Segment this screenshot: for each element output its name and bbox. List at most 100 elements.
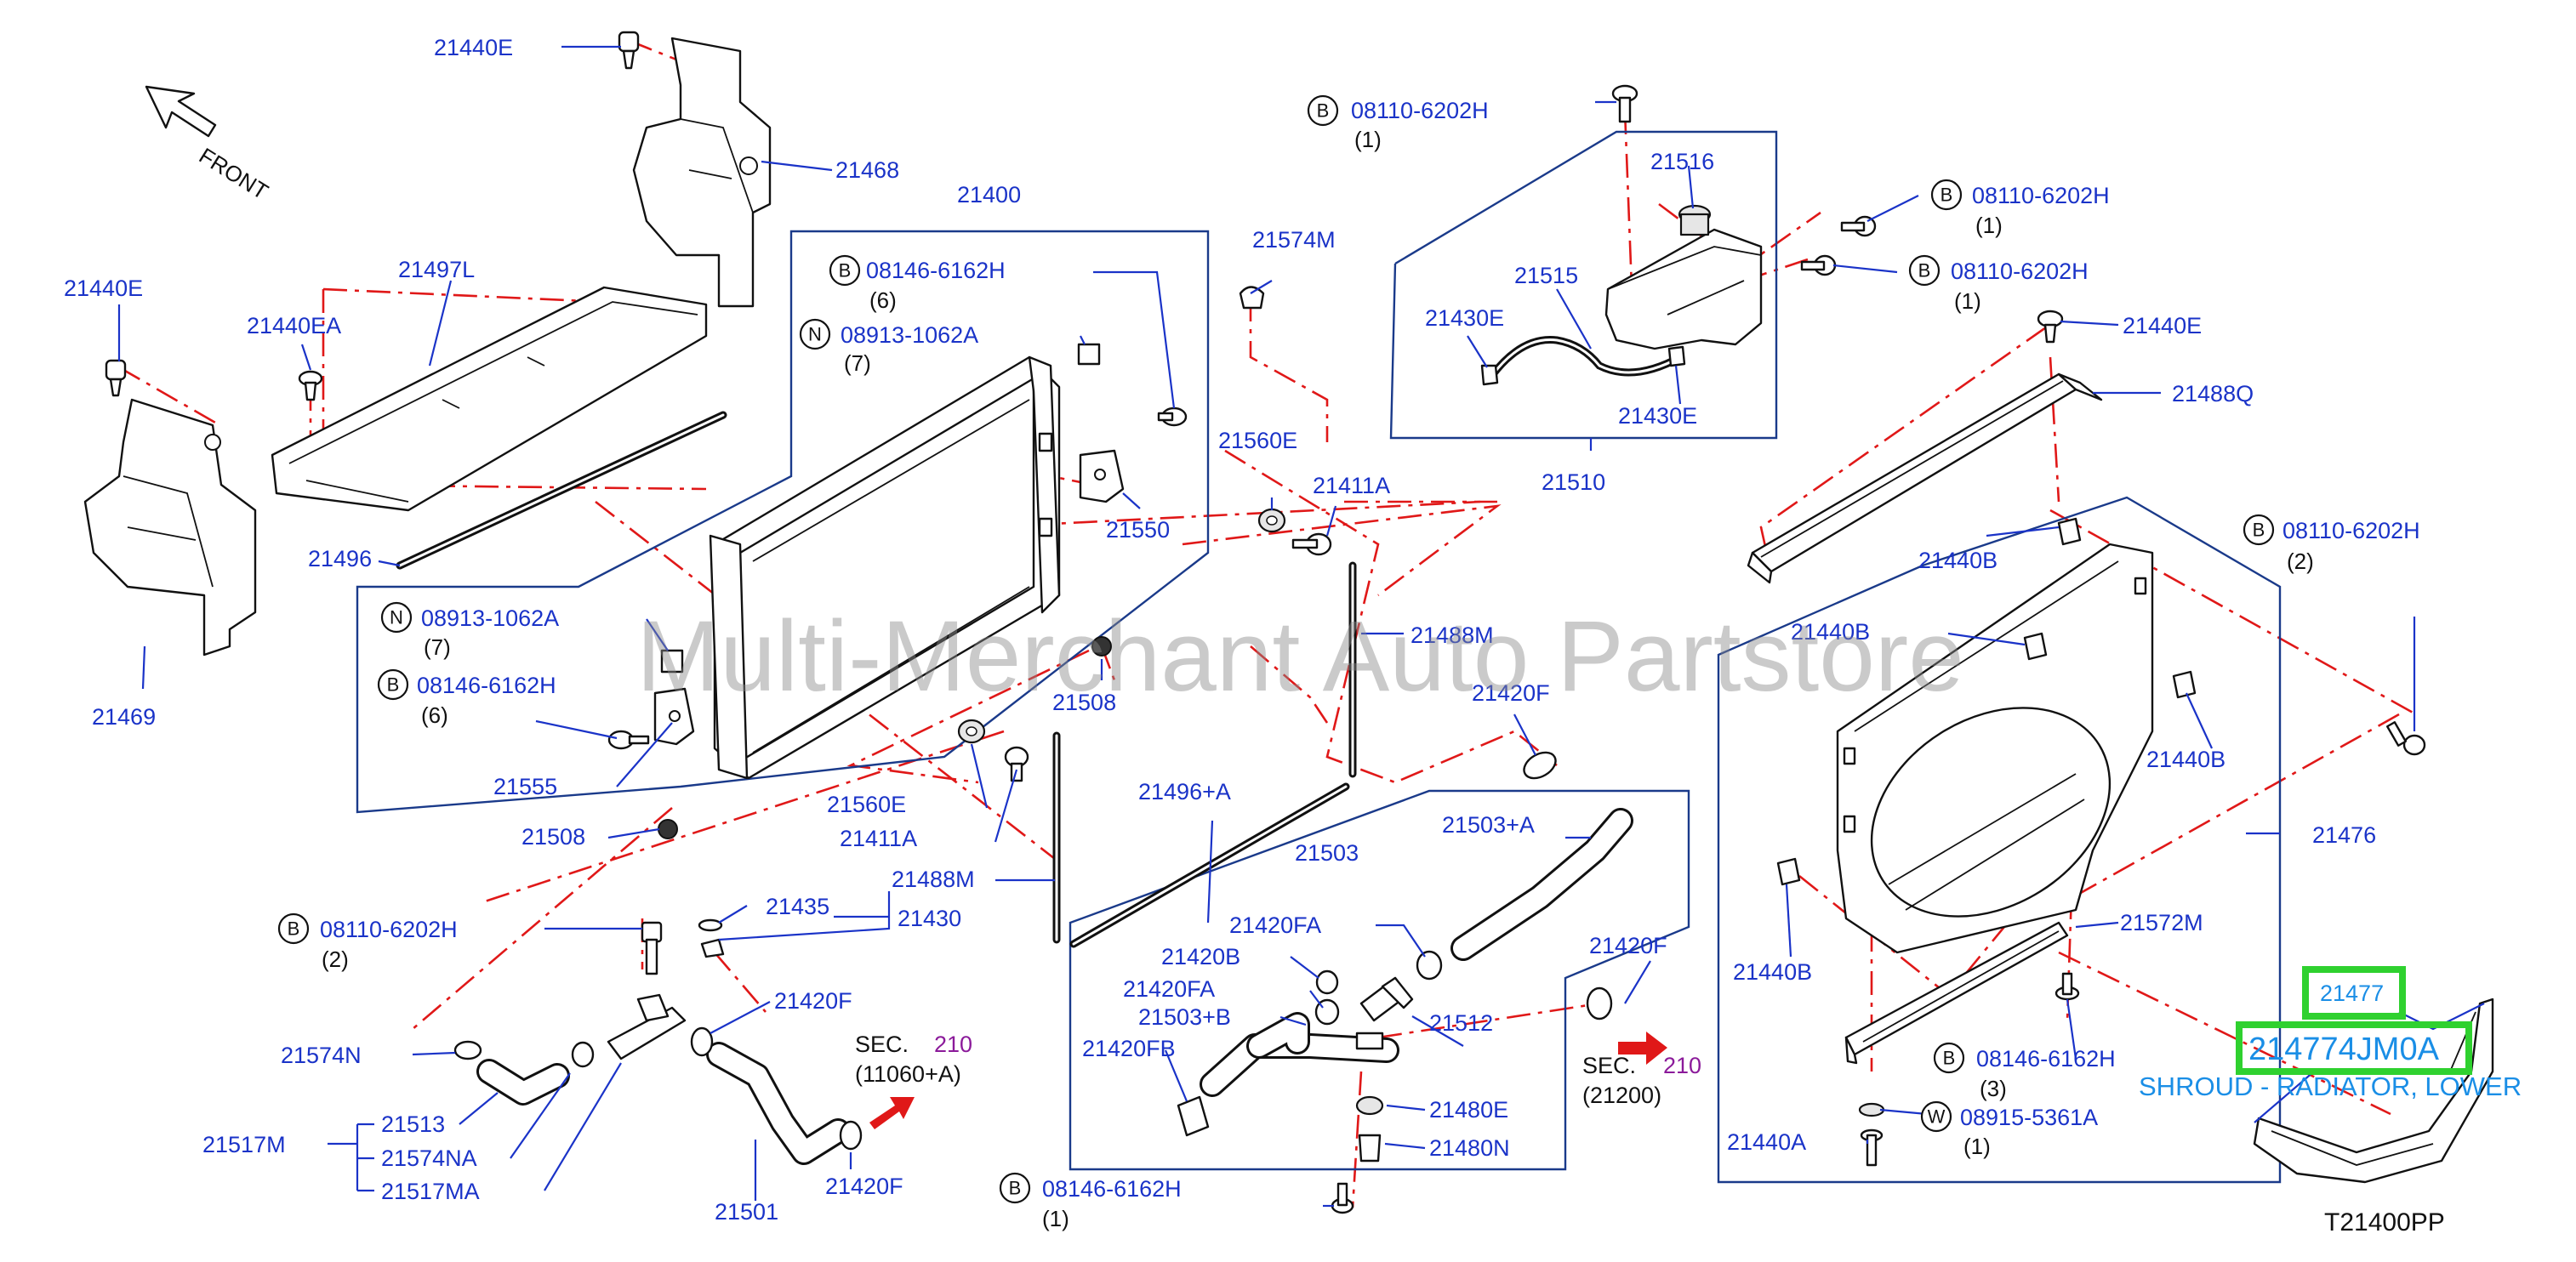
clamp-21430E-a: [1480, 364, 1499, 386]
qty-08146-6162H-d: (1): [1042, 1206, 1069, 1231]
diagram-code: T21400PP: [2324, 1208, 2445, 1236]
svg-text:B: B: [1009, 1178, 1022, 1199]
bolt-21550: [1157, 406, 1188, 427]
svg-text:SEC.: SEC.: [855, 1032, 909, 1057]
label-21560E-b: 21560E: [827, 792, 906, 817]
bushing-21560E-b: [957, 719, 986, 744]
label-08110-6202H-a: 08110-6202H: [1351, 98, 1489, 123]
label-21440EA: 21440EA: [247, 313, 341, 338]
svg-text:N: N: [390, 607, 403, 628]
svg-text:B: B: [1317, 100, 1330, 122]
label-21513: 21513: [381, 1111, 445, 1137]
label-21555: 21555: [493, 774, 557, 799]
label-21497L: 21497L: [398, 257, 475, 282]
label-21400: 21400: [957, 182, 1021, 207]
label-21512: 21512: [1429, 1010, 1493, 1036]
label-21496A: 21496+A: [1138, 779, 1231, 804]
qty-08110-6202H-e: (2): [322, 946, 349, 972]
clip-21440E-right: [2037, 310, 2064, 344]
bolt-8110-top: [1611, 84, 1638, 123]
section-arrow-b: [1618, 1032, 1667, 1065]
reservoir-tank: [1604, 204, 1763, 350]
label-21517M: 21517M: [202, 1132, 286, 1157]
label-08146-6162H-a: 08146-6162H: [866, 258, 1006, 283]
label-21488M-a: 21488M: [1411, 622, 1494, 648]
marker-b-8110-d: B: [2243, 514, 2275, 546]
label-21560E-a: 21560E: [1218, 428, 1297, 453]
highlight-oem-number[interactable]: 214774JM0A: [2248, 1032, 2440, 1067]
qty-08110-6202H-c: (1): [1954, 288, 1981, 314]
pipe-21430: [607, 918, 725, 1060]
label-21420FA-b: 21420FA: [1123, 976, 1215, 1002]
radiator-core: [709, 355, 1061, 780]
svg-text:210: 210: [1663, 1053, 1701, 1078]
marker-b-8110-a: B: [1307, 94, 1339, 127]
svg-text:N: N: [808, 324, 822, 345]
label-08913-1062A-b: 08913-1062A: [421, 605, 559, 631]
label-21503: 21503: [1295, 840, 1359, 866]
label-21480E: 21480E: [1429, 1097, 1508, 1123]
label-08146-6162H-c: 08146-6162H: [1976, 1046, 2116, 1072]
label-21435: 21435: [766, 894, 829, 919]
leader-lines: [117, 45, 2485, 1208]
clip-21440EA: [298, 370, 323, 401]
label-21420F-d: 21420F: [825, 1174, 903, 1199]
label-21411A-b: 21411A: [840, 826, 917, 851]
svg-text:210: 210: [934, 1032, 972, 1057]
label-21430E-a: 21430E: [1425, 305, 1504, 331]
qty-08110-6202H-a: (1): [1354, 127, 1382, 152]
label-21440E-top: 21440E: [434, 35, 513, 60]
rubber-mount-top: [1077, 343, 1101, 366]
svg-text:(21200): (21200): [1582, 1083, 1661, 1108]
label-21503B: 21503+B: [1138, 1004, 1231, 1030]
clamp-21574N: [453, 1040, 482, 1060]
label-21510: 21510: [1542, 469, 1605, 495]
highlighted-part[interactable]: 21477 214774JM0A SHROUD - RADIATOR, LOWE…: [2139, 966, 2522, 1101]
label-21440B-d: 21440B: [1733, 959, 1812, 985]
clamp-21420F-b: [1586, 986, 1613, 1020]
clamp-21420FA-a: [1416, 950, 1443, 981]
marker-b-8146-a: B: [829, 254, 861, 287]
marker-b-8110-c: B: [1908, 254, 1941, 287]
label-21420F-a: 21420F: [1472, 680, 1550, 706]
clamp-21420F-a: [1523, 751, 1557, 780]
label-21572M: 21572M: [2120, 910, 2203, 935]
label-21574M: 21574M: [1252, 227, 1336, 253]
label-21574NA: 21574NA: [381, 1145, 477, 1171]
label-21508-b: 21508: [1052, 690, 1116, 715]
marker-b-8110-b: B: [1930, 179, 1963, 211]
label-21480N: 21480N: [1429, 1135, 1510, 1161]
section-ref-a: SEC. 210 (11060+A): [855, 1032, 972, 1087]
label-08110-6202H-b: 08110-6202H: [1972, 183, 2110, 208]
marker-n-8913-b: N: [380, 601, 413, 634]
label-21440E-right: 21440E: [2123, 313, 2202, 338]
seal-plate-21488Q: [1747, 372, 2103, 584]
bolt-21411A-b: [1004, 746, 1029, 782]
label-21515: 21515: [1514, 263, 1578, 288]
clamp-21420F-c: [690, 1026, 714, 1057]
label-21440B-b: 21440B: [1791, 619, 1870, 645]
qty-08915-5361A: (1): [1963, 1134, 1991, 1159]
bolt-8146-shroud: [2055, 972, 2080, 1001]
label-08110-6202H-c: 08110-6202H: [1951, 259, 2089, 284]
svg-text:B: B: [1943, 1048, 1956, 1069]
clamp-21574NA: [571, 1041, 595, 1068]
air-guide-upper-right: [632, 37, 772, 308]
grommet-21574M: [1239, 286, 1265, 310]
qty-08110-6202H-d: (2): [2287, 549, 2314, 574]
highlight-description: SHROUD - RADIATOR, LOWER: [2139, 1072, 2522, 1101]
drain-plug-21508-a: [1091, 636, 1112, 657]
clip-21440E-top: [618, 31, 640, 70]
rubber-mount-left: [660, 649, 684, 674]
section-ref-b: SEC. 210 (21200): [1582, 1053, 1701, 1108]
clamp-21420B: [1315, 969, 1339, 995]
highlight-part-number[interactable]: 21477: [2320, 981, 2384, 1006]
highlight-box-oem-number: [2236, 1021, 2472, 1075]
label-21468: 21468: [835, 157, 899, 183]
group-boxes: [356, 130, 2282, 1184]
label-21488M-b: 21488M: [892, 867, 975, 892]
label-21420FA-a: 21420FA: [1229, 912, 1321, 938]
label-08110-6202H-d: 08110-6202H: [2282, 518, 2420, 543]
highlight-box-part-number: [2302, 966, 2406, 1020]
